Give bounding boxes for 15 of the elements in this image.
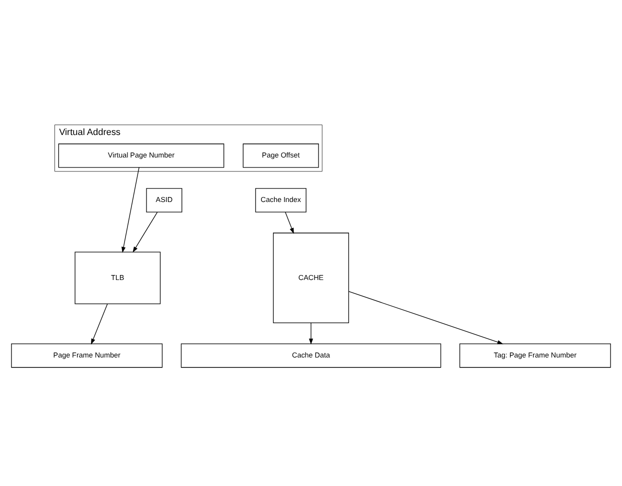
- node-box: Cache Index: [255, 188, 306, 212]
- arrow: [91, 303, 108, 344]
- node-box: CACHE: [272, 232, 350, 323]
- arrow: [348, 290, 504, 344]
- arrow: [284, 211, 294, 234]
- arrow: [122, 166, 140, 252]
- node-box: Page Offset: [242, 143, 319, 168]
- node-box: Page Frame Number: [11, 342, 163, 368]
- arrow: [132, 211, 158, 252]
- node-box: ASID: [146, 188, 182, 212]
- node-box: TLB: [74, 251, 161, 304]
- node-box: Virtual Page Number: [58, 143, 224, 168]
- node-box: Cache Data: [180, 342, 442, 368]
- node-box: Tag: Page Frame Number: [459, 342, 611, 368]
- arrow: [308, 322, 314, 344]
